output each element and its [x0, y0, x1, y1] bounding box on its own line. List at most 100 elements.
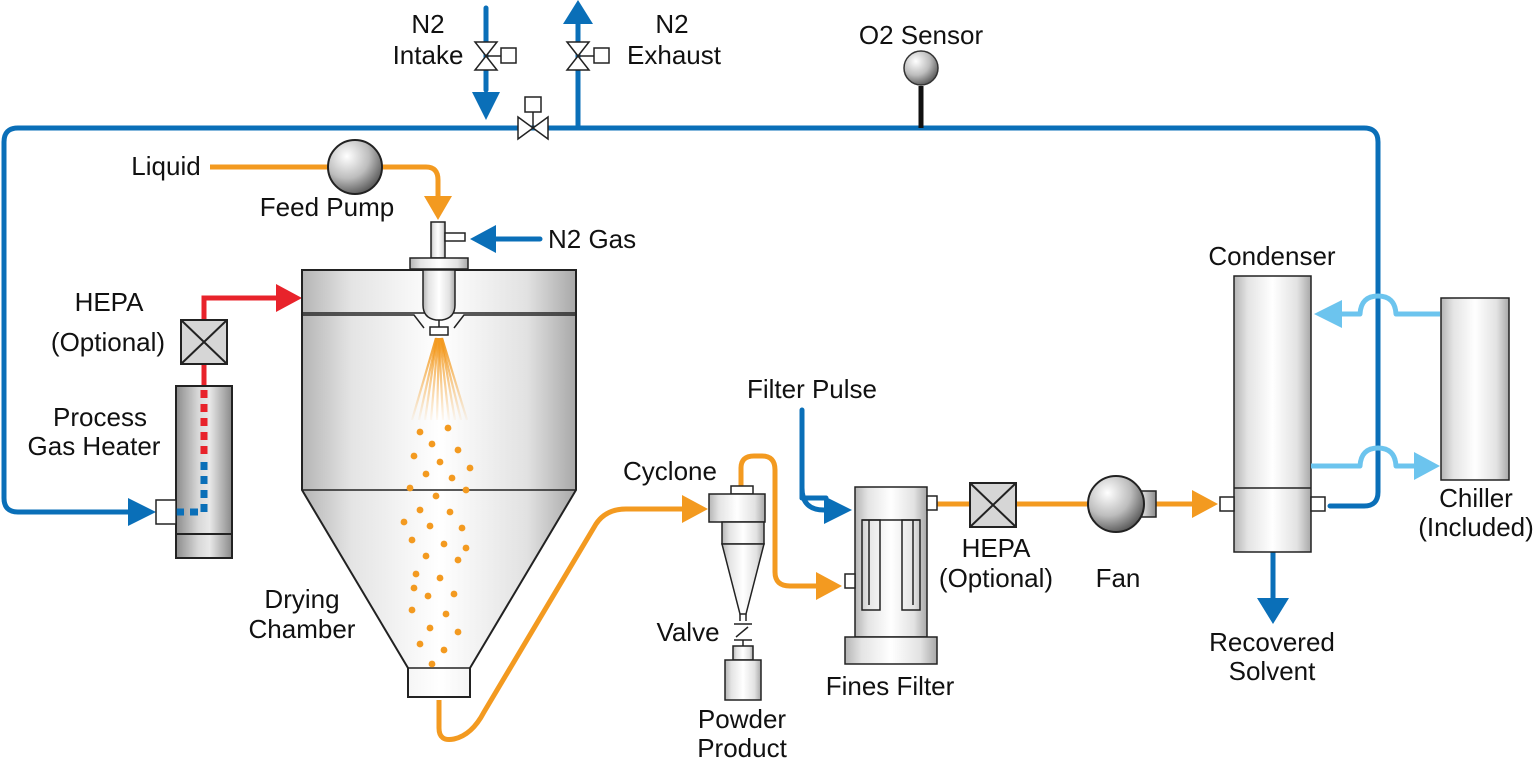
cyclone-label: Cyclone [623, 456, 717, 486]
droplet [428, 660, 436, 668]
recovered-solvent-label-line1: Recovered [1209, 627, 1335, 657]
droplet [462, 486, 470, 494]
hepa-filter-middle [969, 482, 1017, 528]
filter-pulse-label: Filter Pulse [747, 374, 877, 404]
droplet [444, 424, 452, 432]
n2-gas-arrow [470, 225, 496, 253]
hepa-middle-label-line2: (Optional) [939, 563, 1053, 593]
heater-label-line1: Process [53, 402, 147, 432]
cyclone-separator [708, 485, 766, 621]
fan-icon [1087, 475, 1157, 533]
condenser [1219, 275, 1326, 553]
droplet [416, 428, 424, 436]
droplet [446, 508, 454, 516]
droplet [408, 606, 416, 614]
atomizer-nozzle [409, 221, 469, 336]
hepa-left-label-line1: HEPA [75, 287, 145, 317]
n2-exhaust-arrow [563, 0, 593, 24]
n2-intake-label-line1: N2 [411, 9, 444, 39]
fines-filter-label: Fines Filter [826, 671, 955, 701]
droplet [424, 592, 432, 600]
n2-exhaust-valve[interactable] [565, 41, 610, 71]
droplet [436, 458, 444, 466]
droplet [442, 610, 450, 618]
droplet [410, 452, 418, 460]
heater-inlet-arrow [128, 498, 156, 526]
chamber-to-cyclone-line [436, 506, 684, 742]
condenser-label: Condenser [1208, 241, 1336, 271]
spray-cone [410, 337, 469, 421]
droplet [458, 524, 466, 532]
hepa-middle-label-line1: HEPA [962, 533, 1032, 563]
cyclone-inlet-arrow [682, 495, 708, 523]
powder-valve[interactable] [734, 623, 752, 646]
fan-label: Fan [1096, 563, 1141, 593]
droplet [410, 584, 418, 592]
droplet [454, 446, 462, 454]
droplet [422, 470, 430, 478]
droplet [422, 552, 430, 560]
hepa-left-label-line2: (Optional) [51, 327, 165, 357]
filter-pulse-corner [799, 410, 825, 513]
recovered-solvent-label-line2: Solvent [1229, 656, 1316, 686]
droplet [406, 484, 414, 492]
recovered-solvent-arrow [1257, 598, 1289, 624]
droplet [448, 474, 456, 482]
droplet [466, 464, 474, 472]
pump-to-nozzle-line [380, 164, 441, 196]
n2-intake-arrow [472, 92, 500, 120]
o2-sensor-label: O2 Sensor [859, 20, 984, 50]
filter-inlet-arrow [816, 572, 842, 600]
o2-sensor-icon [903, 50, 939, 86]
droplet [440, 646, 448, 654]
valve-label: Valve [656, 617, 719, 647]
hot-gas-line [201, 295, 276, 320]
powder-product-label-line1: Powder [698, 704, 786, 734]
drying-chamber-label-line1: Drying [264, 584, 339, 614]
hepa-filter-left [180, 319, 228, 365]
loop-bypass-valve[interactable] [517, 96, 549, 141]
chiller-label-line2: (Included) [1418, 512, 1534, 542]
cyclone-to-filter-line [738, 453, 818, 589]
n2-intake-label-line2: Intake [393, 40, 464, 70]
n2-exhaust-label-line1: N2 [655, 9, 688, 39]
droplet [454, 628, 462, 636]
drying-chamber-label-line2: Chamber [249, 614, 356, 644]
droplet [416, 506, 424, 514]
coolant-to-condenser-arrow [1314, 300, 1342, 328]
feed-pump-icon [327, 139, 383, 195]
droplet [450, 590, 458, 598]
droplet [426, 522, 434, 530]
powder-product-label-line2: Product [697, 733, 787, 760]
n2-exhaust-label-line2: Exhaust [627, 40, 722, 70]
feed-pump-label: Feed Pump [260, 192, 394, 222]
drying-chamber [301, 269, 577, 698]
droplet [408, 536, 416, 544]
n2-intake-valve[interactable] [473, 41, 517, 71]
droplet [454, 556, 462, 564]
droplet [428, 440, 436, 448]
n2-gas-label: N2 Gas [548, 224, 636, 254]
droplet [462, 544, 470, 552]
powder-droplets [400, 424, 474, 668]
droplet [440, 540, 448, 548]
droplet [436, 574, 444, 582]
condenser-inlet-arrow [1192, 490, 1218, 518]
heater-label-line2: Gas Heater [28, 431, 161, 461]
nitrogen-return-line [1, 125, 1381, 515]
process-gas-heater [155, 385, 233, 559]
chiller-label-line1: Chiller [1439, 483, 1513, 513]
hot-gas-arrow [276, 284, 302, 312]
droplet [426, 624, 434, 632]
powder-product-container [724, 645, 762, 701]
droplet [400, 518, 408, 526]
liquid-label: Liquid [131, 151, 200, 181]
coolant-to-chiller-arrow [1414, 452, 1440, 480]
fines-filter [844, 486, 938, 665]
coolant-loop [1311, 293, 1440, 469]
droplet [412, 570, 420, 578]
droplet [432, 492, 440, 500]
filter-pulse-arrow [824, 496, 852, 524]
chiller [1440, 297, 1510, 481]
